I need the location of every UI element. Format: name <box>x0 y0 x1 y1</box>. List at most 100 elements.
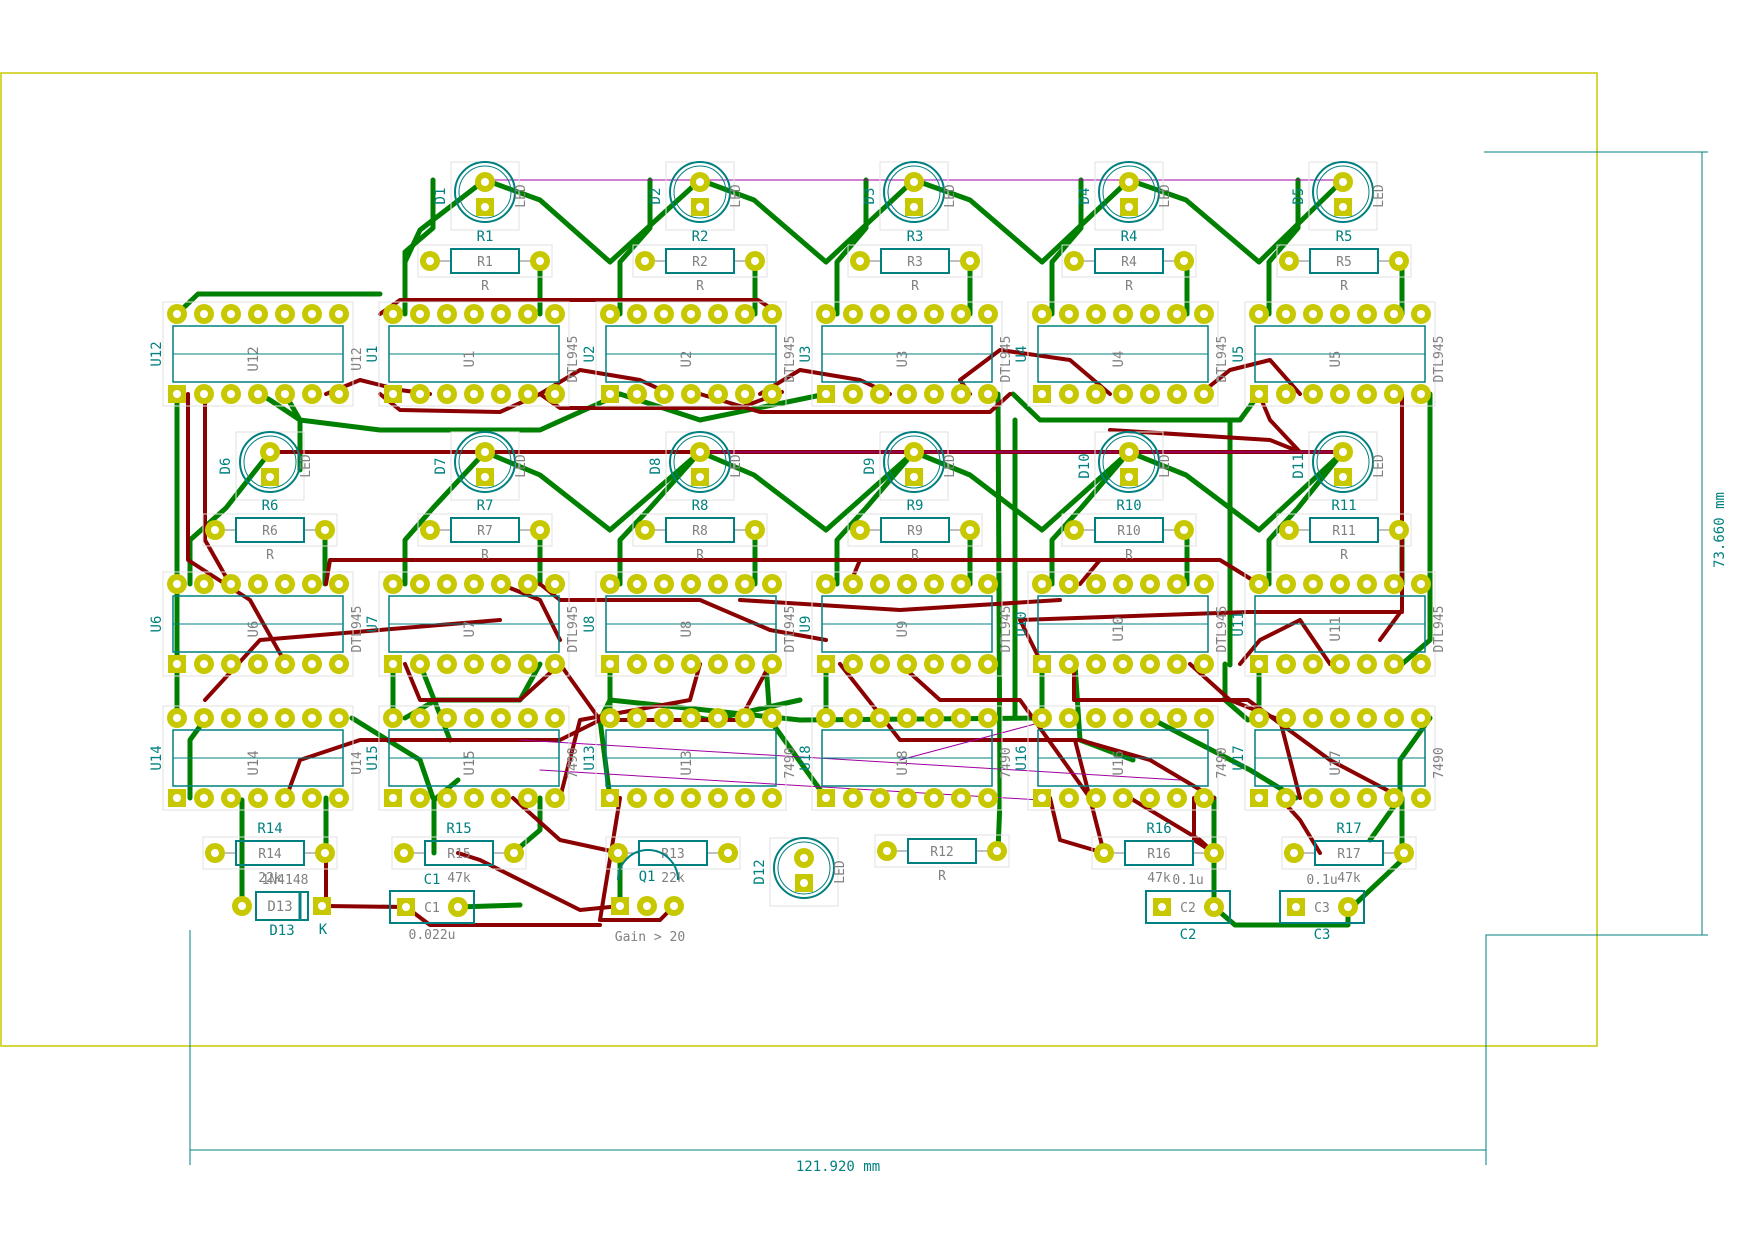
res-top-4-ref-fab: R5 <box>1336 255 1352 270</box>
pad-hole <box>1309 310 1317 318</box>
pad-hole <box>1200 390 1208 398</box>
pad-hole <box>1363 714 1371 722</box>
pad-hole <box>321 526 329 534</box>
pad-hole <box>1336 794 1344 802</box>
pad-hole <box>416 310 424 318</box>
pad-hole <box>800 854 808 862</box>
pad-hole <box>389 714 397 722</box>
cap-c2-body <box>1145 890 1231 924</box>
res-mid-4-body <box>1094 517 1164 543</box>
ic-ref-side-ics_row2-3: U9 <box>798 616 814 633</box>
led-body <box>669 431 731 493</box>
diode-d13-value: 1N4148 <box>262 873 309 888</box>
pad-hole <box>470 660 478 668</box>
led-body <box>883 161 945 223</box>
pad-hole <box>1092 714 1100 722</box>
res-top-0-ref: R1 <box>477 229 494 245</box>
pad-hole <box>308 390 316 398</box>
res-top-4-value: R <box>1340 279 1348 294</box>
pad-hole <box>308 660 316 668</box>
track <box>1378 392 1404 642</box>
ic-value-ics_row2-1: DTL945 <box>566 606 581 653</box>
pad-hole <box>1309 390 1317 398</box>
pad-hole <box>714 714 722 722</box>
ic-ref-ics_row2-4: U10 <box>1111 616 1127 641</box>
pad-hole <box>633 794 641 802</box>
led-body <box>773 837 835 899</box>
pad-hole <box>930 660 938 668</box>
pad-hole <box>633 660 641 668</box>
pad-hole <box>876 794 884 802</box>
pad-hole <box>335 714 343 722</box>
track <box>324 558 1261 586</box>
pad-hole <box>687 580 695 588</box>
pad-hole <box>1255 714 1263 722</box>
pad-hole <box>876 580 884 588</box>
pad-hole <box>670 902 678 910</box>
track <box>324 904 408 909</box>
led-d12-ref: D12 <box>752 859 768 884</box>
pad-hole <box>1282 660 1290 668</box>
ic-ref-ics_row2-5: U11 <box>1328 616 1344 641</box>
pad-hole <box>1390 794 1398 802</box>
pad-hole <box>1292 903 1300 911</box>
transistor-q1-ref: Q1 <box>639 869 656 885</box>
ic-courtyard <box>811 705 1003 811</box>
cap-c1-ref: C1 <box>424 872 441 888</box>
pad-hole <box>254 580 262 588</box>
pad-hole <box>389 794 397 802</box>
track <box>186 392 288 666</box>
track <box>282 391 623 433</box>
cap-c1-value: 0.022u <box>409 928 456 943</box>
pad-hole <box>1125 203 1133 211</box>
pad-hole <box>335 794 343 802</box>
pad-hole <box>714 660 722 668</box>
cap-c3-ref: C3 <box>1314 927 1331 943</box>
pad-hole <box>1309 580 1317 588</box>
res-r16-courtyard <box>1091 836 1227 870</box>
pad-hole <box>751 526 759 534</box>
led-top-3-ref: D4 <box>1077 188 1093 205</box>
ic-ref-side-ics_row3-2: U13 <box>582 745 598 770</box>
led-mid-4-ref: D10 <box>1077 453 1093 478</box>
pad-hole <box>1282 390 1290 398</box>
pad-hole <box>1065 714 1073 722</box>
res-r17-ref: R17 <box>1336 821 1361 837</box>
pad-hole <box>254 660 262 668</box>
ic-ref-ics_row1-5: U5 <box>1328 351 1344 368</box>
ic-value-ics_row2-2: DTL945 <box>783 606 798 653</box>
led-mid-4-value: LED <box>1158 454 1173 478</box>
pad-hole <box>903 794 911 802</box>
pad-hole <box>822 794 830 802</box>
ic-courtyard <box>811 571 1003 677</box>
led-inner <box>1102 165 1156 219</box>
pad-hole <box>903 580 911 588</box>
pad-hole <box>524 794 532 802</box>
cap-c2-value: 0.1u <box>1172 873 1203 888</box>
ic-courtyard <box>595 705 787 811</box>
pad-hole <box>1092 660 1100 668</box>
led-inner <box>777 841 831 895</box>
pad-hole <box>308 794 316 802</box>
pad-hole <box>416 714 424 722</box>
pad-hole <box>321 849 329 857</box>
pad-hole <box>993 847 1001 855</box>
pad-hole <box>1255 794 1263 802</box>
pad-hole <box>281 660 289 668</box>
track <box>402 177 488 265</box>
ic-ref-side-ics_row1-1: U1 <box>365 346 381 363</box>
pad-hole <box>443 714 451 722</box>
pad-hole <box>1339 203 1347 211</box>
res-mid-5-ref-fab: R11 <box>1332 524 1355 539</box>
pad-hole <box>606 310 614 318</box>
res-mid-5-ref: R11 <box>1331 498 1356 514</box>
led-inner <box>458 435 512 489</box>
pad-hole <box>281 714 289 722</box>
pad-hole <box>660 660 668 668</box>
track <box>617 391 829 423</box>
res-r16-value: 47k <box>1147 871 1171 886</box>
pad-hole <box>1255 580 1263 588</box>
res-r15-body <box>424 840 494 866</box>
pad-hole <box>1363 660 1371 668</box>
pad-hole <box>1339 448 1347 456</box>
